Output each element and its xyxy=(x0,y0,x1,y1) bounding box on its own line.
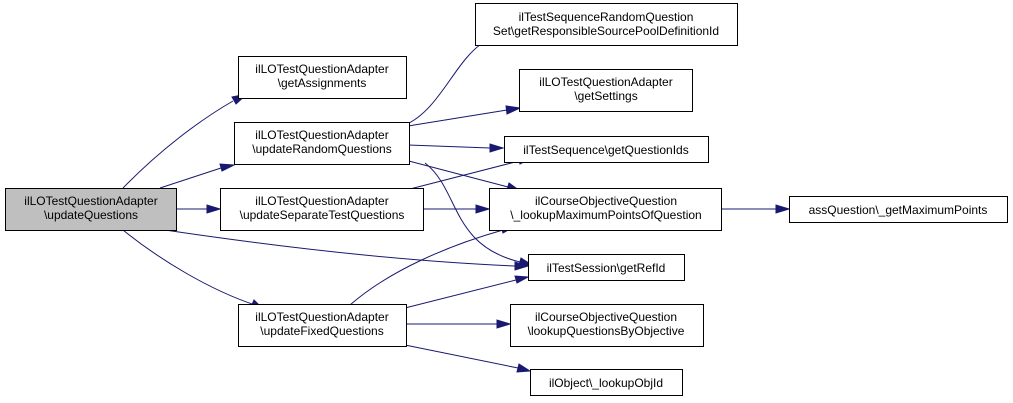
node-updatefixedquestions[interactable]: ilLOTestQuestionAdapter \updateFixedQues… xyxy=(238,304,407,347)
arrowhead xyxy=(514,275,530,284)
node-label-line1: ilTestSequenceRandomQuestion xyxy=(519,10,694,24)
node-label-line1: ilObject\_lookupObjId xyxy=(549,376,663,390)
edge-updaterandomquestions-to-lookupmaximumpoints xyxy=(404,159,509,188)
edge-updatequestions-to-updaterandomquestions xyxy=(159,167,222,189)
arrowhead xyxy=(505,105,522,115)
node-getresponsiblesourcepooldefinitionid[interactable]: ilTestSequenceRandomQuestion Set\getResp… xyxy=(475,3,738,46)
node-getquestionids[interactable]: ilTestSequence\getQuestionIds xyxy=(504,136,709,163)
node-label-line1: ilTestSession\getRefId xyxy=(547,261,666,275)
node-box xyxy=(489,188,722,231)
node-updateseparatetestquestions[interactable]: ilLOTestQuestionAdapter \updateSeparateT… xyxy=(220,188,424,231)
node-label-line1: ilLOTestQuestionAdapter xyxy=(24,194,157,208)
node-label-line2: \updateFixedQuestions xyxy=(260,324,383,338)
node-label-line1: ilLOTestQuestionAdapter xyxy=(255,128,388,142)
node-box xyxy=(528,254,685,281)
node-label-line2: Set\getResponsibleSourcePoolDefinitionId xyxy=(493,24,719,38)
edge-updateseparatetestquestions-to-getquestionids xyxy=(409,160,520,190)
node-box xyxy=(220,188,424,231)
node-box xyxy=(238,56,407,99)
edge-updaterandomquestions-to-getsettings xyxy=(407,109,508,127)
arrowhead xyxy=(219,163,236,172)
node-label-line1: ilLOTestQuestionAdapter xyxy=(255,310,388,324)
node-box xyxy=(5,188,177,231)
arrowhead xyxy=(775,204,791,214)
node-box xyxy=(238,304,407,347)
edge-updatefixedquestions-to-gettestsessionrefid xyxy=(404,279,517,309)
arrowhead xyxy=(516,363,532,373)
edge-updatequestions-to-updatefixedquestions xyxy=(122,229,256,306)
arrowhead xyxy=(206,204,222,214)
node-label-line1: ilLOTestQuestionAdapter xyxy=(539,75,672,89)
node-label-line2: \_lookupMaximumPointsOfQuestion xyxy=(510,208,701,222)
node-getsettings[interactable]: ilLOTestQuestionAdapter \getSettings xyxy=(519,69,693,112)
node-box xyxy=(234,122,410,165)
node-getassignments[interactable]: ilLOTestQuestionAdapter \getAssignments xyxy=(238,56,407,99)
node-updaterandomquestions[interactable]: ilLOTestQuestionAdapter \updateRandomQue… xyxy=(234,122,410,165)
node-lookupquestionsbyobjective[interactable]: ilCourseObjectiveQuestion \lookupQuestio… xyxy=(510,304,704,347)
node-label-line1: ilCourseObjectiveQuestion xyxy=(535,194,677,208)
edge-updatequestions-to-getassignments xyxy=(122,100,234,189)
node-label-line2: \updateRandomQuestions xyxy=(252,142,391,156)
node-box xyxy=(789,196,1008,223)
edge-updatefixedquestions-to-lookupobjid xyxy=(404,344,519,369)
node-box xyxy=(475,3,738,46)
node-label-line1: ilTestSequence\getQuestionIds xyxy=(523,143,688,157)
node-label-line2: \lookupQuestionsByObjective xyxy=(528,324,685,338)
node-label-line2: \getAssignments xyxy=(278,76,367,90)
node-label-line2: \updateQuestions xyxy=(44,208,138,222)
node-getmaximumpoints[interactable]: assQuestion\_getMaximumPoints xyxy=(789,196,1008,223)
arrowhead xyxy=(489,143,505,153)
node-box xyxy=(510,304,704,347)
node-label-line1: ilLOTestQuestionAdapter xyxy=(255,62,388,76)
edge-updaterandomquestions-to-gettestsessionrefid xyxy=(424,162,521,263)
edge-updaterandomquestions-to-getresponsiblesourcepooldefinitionid xyxy=(404,41,485,126)
node-label-line2: \getSettings xyxy=(574,89,637,103)
node-lookupobjid[interactable]: ilObject\_lookupObjId xyxy=(530,369,683,396)
edge-updatefixedquestions-to-lookupmaximumpoints xyxy=(349,229,504,306)
node-layer: ilLOTestQuestionAdapter \updateQuestions… xyxy=(5,3,1008,396)
node-box xyxy=(519,69,693,112)
node-label-line1: ilCourseObjectiveQuestion xyxy=(535,310,677,324)
node-label-line2: \updateSeparateTestQuestions xyxy=(240,208,405,222)
node-gettestsessionrefid[interactable]: ilTestSession\getRefId xyxy=(528,254,685,281)
node-updatequestions[interactable]: ilLOTestQuestionAdapter \updateQuestions xyxy=(5,188,177,231)
node-label-line1: assQuestion\_getMaximumPoints xyxy=(809,203,988,217)
node-box xyxy=(504,136,709,163)
arrowhead xyxy=(496,319,512,329)
node-label-line1: ilLOTestQuestionAdapter xyxy=(255,194,388,208)
edge-updaterandomquestions-to-getquestionids xyxy=(407,144,491,149)
node-lookupmaximumpointsofquestion[interactable]: ilCourseObjectiveQuestion \_lookupMaximu… xyxy=(489,188,722,231)
edge-updatequestions-to-gettestsessionrefid xyxy=(164,229,516,267)
arrowhead xyxy=(475,204,491,214)
node-box xyxy=(530,369,683,396)
